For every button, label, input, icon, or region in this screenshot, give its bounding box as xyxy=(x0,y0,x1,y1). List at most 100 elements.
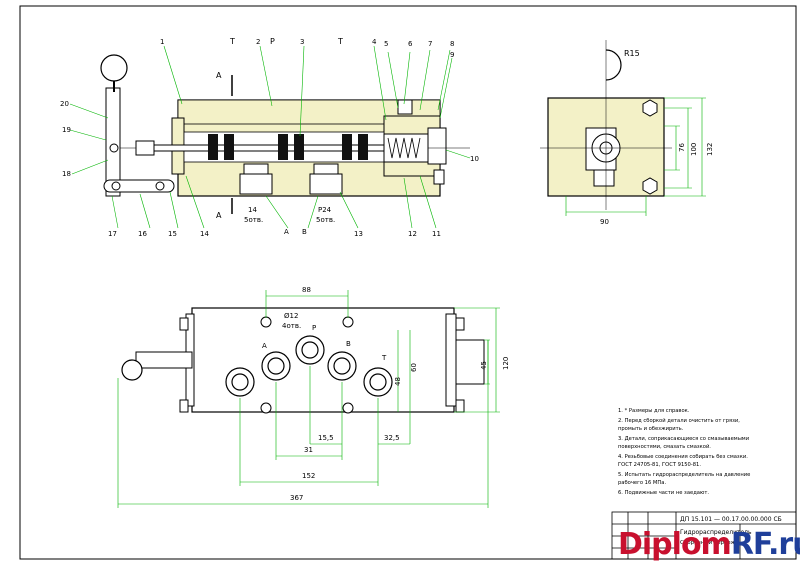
hole-note: Ø12 xyxy=(284,312,298,320)
watermark-part2: RF.ru xyxy=(730,527,800,562)
plan-cap-right xyxy=(445,313,457,407)
main-section-view: A A T P T A B 14 5отв. P24 5отв. 1 2 3 4 xyxy=(60,37,479,238)
lever-arc xyxy=(605,49,622,81)
part-number: 9 xyxy=(450,51,454,59)
fitting-b-nut xyxy=(309,173,343,195)
note-line: ГОСТ 24705-81, ГОСТ 9150-81. xyxy=(618,462,701,468)
part-number: 1 xyxy=(160,38,164,46)
port-letter-b: B xyxy=(302,228,307,236)
title-name: Гидрораспределитель xyxy=(680,529,752,536)
part-number: 11 xyxy=(432,230,441,238)
mounting-hole xyxy=(342,402,354,414)
bolt xyxy=(179,399,189,413)
radius-label: R15 xyxy=(624,49,640,58)
spool-land xyxy=(208,134,218,160)
watermark: DiplomRF.ru xyxy=(618,527,800,563)
part-number: 15 xyxy=(168,230,177,238)
bolt xyxy=(455,399,465,413)
port-letter-t1: T xyxy=(229,37,235,46)
port-letter-a: A xyxy=(284,228,289,236)
part-number: 19 xyxy=(62,126,71,134)
pin xyxy=(155,181,165,191)
part-number: 10 xyxy=(470,155,479,163)
spool-lands xyxy=(208,134,368,160)
part-number: 2 xyxy=(256,38,260,46)
note-line: рабочего 16 МПа. xyxy=(618,480,666,486)
part-number: 7 xyxy=(428,40,432,48)
port-label-b: B xyxy=(346,340,351,348)
port-inner xyxy=(267,357,285,375)
dim-right: 45 xyxy=(480,361,488,370)
note-line: промыть и обезжирить. xyxy=(618,426,684,432)
port-inner xyxy=(231,373,249,391)
part-number: 13 xyxy=(354,230,363,238)
plan-knob xyxy=(121,359,143,381)
dim-90: 90 xyxy=(600,218,609,226)
bolt-head xyxy=(642,177,658,195)
mounting-hole xyxy=(260,402,272,414)
pin xyxy=(111,181,121,191)
plan-view: 88 Ø12 4отв. A P B T 120 60 45 48 31 32,… xyxy=(117,286,510,508)
dim-120: 120 xyxy=(502,357,510,370)
plan-lever xyxy=(135,351,193,369)
part-number: 5 xyxy=(384,40,388,48)
side-fitting xyxy=(593,169,615,187)
part-number: 8 xyxy=(450,40,454,48)
plan-dimensions xyxy=(117,290,500,508)
sheet-frame xyxy=(19,5,797,560)
dim-152: 152 xyxy=(302,472,315,480)
part-number: 14 xyxy=(200,230,209,238)
thread-note: 14 xyxy=(248,206,257,214)
mounting-hole xyxy=(342,316,354,328)
pin xyxy=(109,143,119,153)
fitting-a-nut xyxy=(239,173,273,195)
part-number: 4 xyxy=(372,38,377,46)
lever-link xyxy=(103,179,175,193)
title-designation: ДП 15.101 — 00.17.00.00.000 СБ xyxy=(680,516,782,523)
part-number: 12 xyxy=(408,230,417,238)
bolt-head xyxy=(642,99,658,117)
mounting-hole xyxy=(260,316,272,328)
port-inner xyxy=(333,357,351,375)
port-inner xyxy=(369,373,387,391)
spool-land xyxy=(294,134,304,160)
port-fittings xyxy=(239,99,445,195)
dim-15-5: 15,5 xyxy=(318,434,334,442)
part-number: 17 xyxy=(108,230,117,238)
dim-hole: 48 xyxy=(394,377,402,386)
port-label-t: T xyxy=(381,354,387,362)
port-letter-p: P xyxy=(270,37,275,46)
bolt xyxy=(179,317,189,331)
spring xyxy=(387,137,421,159)
spool-land xyxy=(342,134,352,160)
hole-note: 4отв. xyxy=(282,322,301,330)
fitting-right xyxy=(433,169,445,185)
technical-notes: 1. * Размеры для справок. 2. Перед сборк… xyxy=(618,408,750,496)
note-line: 2. Перед сборкой детали очистить от гряз… xyxy=(618,417,740,424)
part-number: 18 xyxy=(62,170,71,178)
dim-132: 132 xyxy=(706,143,714,156)
bolt xyxy=(455,317,465,331)
part-number: 6 xyxy=(408,40,413,48)
port-letter-t2: T xyxy=(337,37,343,46)
note-line: 1. * Размеры для справок. xyxy=(618,408,690,414)
port-inner xyxy=(301,341,319,359)
thread-note: 5отв. xyxy=(316,216,335,224)
fitting-b xyxy=(313,163,339,175)
dim-100: 100 xyxy=(690,143,698,156)
thread-note: 5отв. xyxy=(244,216,263,224)
spool-land xyxy=(224,134,234,160)
dim-31: 31 xyxy=(304,446,313,454)
lever-mechanism xyxy=(100,54,175,197)
fitting-top xyxy=(397,99,413,115)
fitting-a xyxy=(243,163,269,175)
dim-32-5: 32,5 xyxy=(384,434,400,442)
note-line: 3. Детали, соприкасающиеся со смазываемы… xyxy=(618,436,749,442)
dim-76: 76 xyxy=(678,143,686,152)
spool-land xyxy=(278,134,288,160)
leader-lines xyxy=(69,45,471,229)
lever-knob xyxy=(100,54,128,82)
rod-nut xyxy=(135,140,155,156)
title-block-frame xyxy=(611,511,797,560)
